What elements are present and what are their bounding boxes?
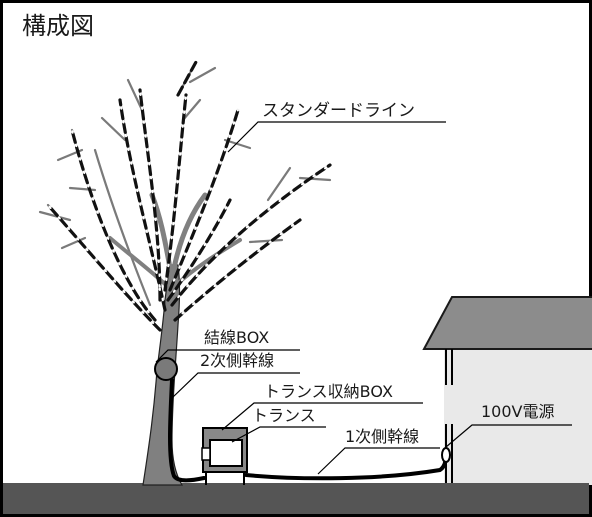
label-secondary-trunk: 2次側幹線 <box>200 351 274 370</box>
transformer <box>209 439 243 467</box>
leader-lines <box>155 121 572 475</box>
ground <box>3 483 589 514</box>
house <box>422 296 592 485</box>
power-outlet <box>441 447 451 463</box>
standard-light-line <box>46 60 332 332</box>
transformer-storage-box <box>201 427 248 485</box>
house-wall <box>444 340 592 485</box>
label-primary-trunk: 1次側幹線 <box>345 427 419 446</box>
diagram-title: 構成図 <box>22 12 94 40</box>
label-junction-box: 結線BOX <box>204 328 269 347</box>
label-standard-line: スタンダードライン <box>262 101 415 121</box>
junction-box <box>154 357 178 381</box>
label-transformer-box: トランス収納BOX <box>264 382 393 401</box>
label-power-source: 100V電源 <box>481 402 555 421</box>
label-transformer: トランス <box>252 406 316 425</box>
house-roof <box>422 296 592 350</box>
secondary-trunk-cable <box>168 378 206 483</box>
